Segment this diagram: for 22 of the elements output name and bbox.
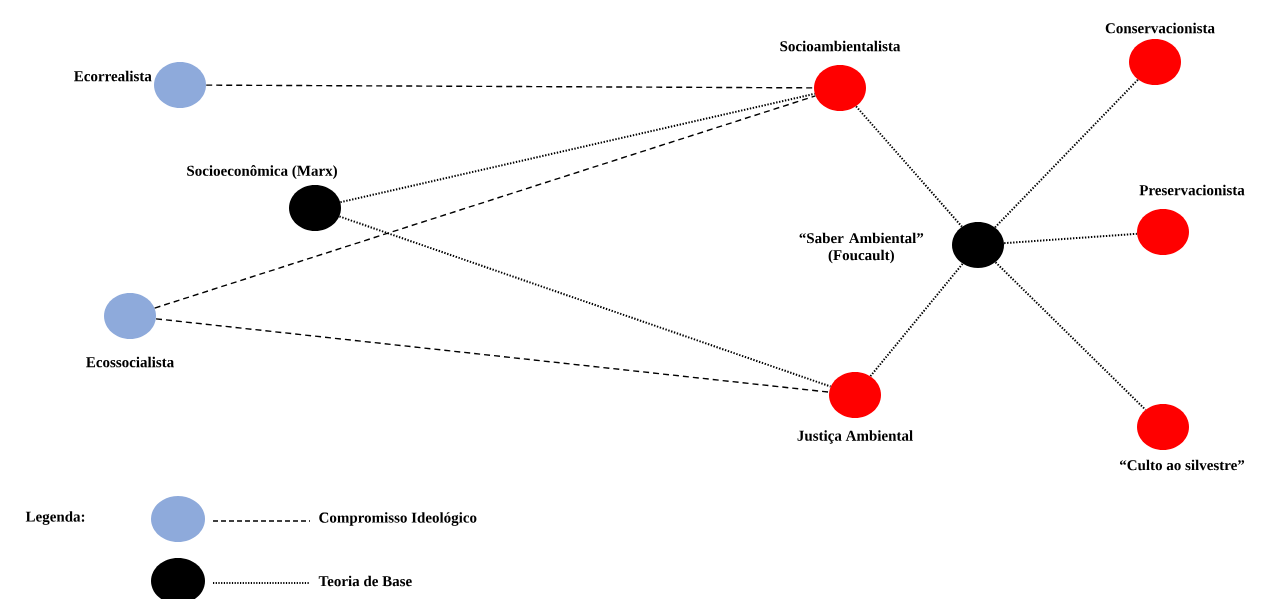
node-label: “Saber Ambiental” (Foucault) <box>799 232 924 264</box>
node-label: Conservacionista <box>1105 22 1215 34</box>
connector-line <box>1003 232 1138 245</box>
connector-line <box>869 262 964 378</box>
connector-line <box>338 215 832 388</box>
connector-line <box>339 92 816 204</box>
node-label: “Culto ao silvestre” <box>1119 459 1245 471</box>
node-label: Socioambientalista <box>780 40 901 52</box>
connector-line <box>153 95 817 309</box>
node-label: Preservacionista <box>1139 184 1245 196</box>
connector-line <box>155 318 830 393</box>
legend-text: Teoria de Base <box>318 575 412 587</box>
connector-line <box>205 84 815 89</box>
node-label: Ecorrealista <box>74 70 152 82</box>
connector-line <box>855 105 963 228</box>
node-label: Socioeconômica (Marx) <box>187 165 337 179</box>
node-label: Ecossocialista <box>86 356 174 368</box>
legend-text: Compromisso Ideológico <box>319 512 477 526</box>
connector-line <box>994 261 1147 411</box>
legend-title: Legenda: <box>25 511 85 525</box>
node-label: Justiça Ambiental <box>797 430 913 444</box>
connector-line <box>994 78 1139 229</box>
